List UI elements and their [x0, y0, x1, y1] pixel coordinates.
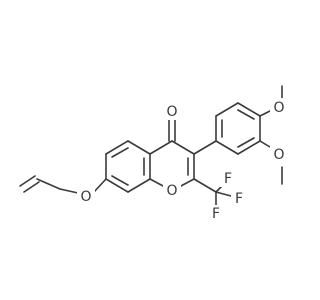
methoxy-oxygen-1-label: O	[273, 100, 284, 116]
atom-labels: O O O O O F F F	[77, 98, 288, 222]
molecule-drawing: O O O O O F F F	[19, 85, 288, 222]
bond-benzo-2	[105, 140, 129, 155]
bond-allyl-terminal-double-inner	[23, 181, 40, 193]
allyloxy-oxygen-label: O	[80, 189, 91, 205]
bond-c2-to-ring-oxygen	[178, 178, 195, 188]
methoxy-oxygen-2-label: O	[273, 147, 284, 163]
bond-benzo-6-inner	[111, 175, 129, 186]
fluorine-2-label: F	[235, 191, 243, 207]
carbonyl-oxygen-label: O	[166, 104, 177, 120]
bond-aryl-3	[237, 102, 261, 117]
bond-aryl-6	[215, 140, 239, 155]
bond-aryl-3-inner	[237, 109, 255, 120]
bond-benzo-2-inner	[111, 147, 129, 158]
bond-aryl-to-methoxy-oxygen-2	[259, 140, 271, 148]
bond-allyl-terminal-double	[19, 175, 36, 187]
bond-benzo-3	[127, 140, 151, 155]
fluorine-1-label: F	[224, 171, 232, 187]
bond-benzo-6	[105, 178, 129, 193]
bond-aryl-5	[237, 140, 261, 155]
bond-benzo-5	[127, 178, 151, 193]
bond-aryl-2	[215, 102, 239, 117]
bond-aryl-to-methoxy-oxygen-1	[259, 110, 271, 117]
structure-svg: O O O O O F F F	[19, 85, 288, 222]
bond-c4-to-c4a	[149, 140, 173, 155]
bond-oxygen-to-benzene	[93, 178, 107, 193]
bond-c2-to-cf3	[193, 178, 217, 193]
bond-aryl-5-inner	[237, 137, 255, 148]
fluorine-3-label: F	[212, 206, 220, 222]
bond-allyl-to-oxygen	[59, 188, 79, 194]
bond-cf3-f-right	[215, 191, 232, 197]
ring-oxygen-label: O	[166, 183, 177, 199]
bond-ring-oxygen-to-c8a	[149, 178, 166, 188]
bonds	[19, 85, 283, 206]
bond-allyl-middle	[36, 178, 61, 190]
bond-c4-to-c3	[171, 140, 195, 155]
bond-c3-to-aryl	[193, 140, 217, 155]
